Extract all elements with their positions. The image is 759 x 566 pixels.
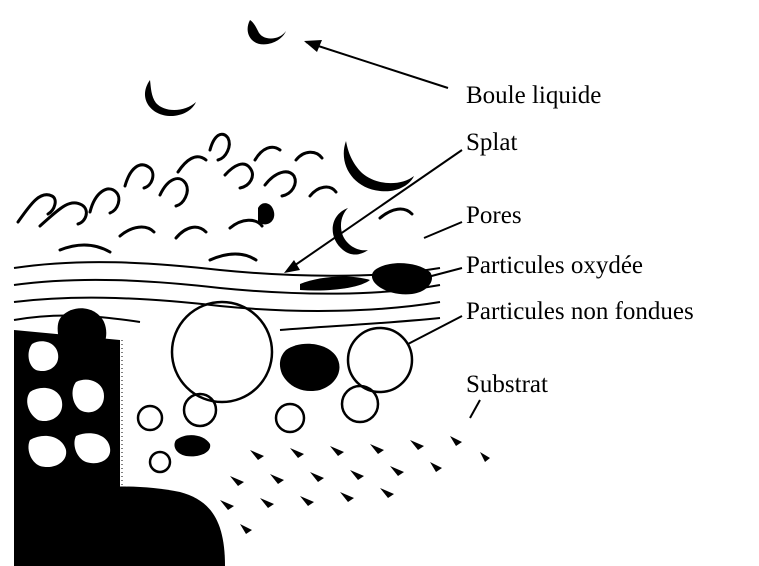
oxide-blob-right xyxy=(372,263,432,294)
oxide-blob-center xyxy=(280,344,340,391)
label-liquid-droplet: Boule liquide xyxy=(466,83,601,108)
label-unmelted-particles: Particules non fondues xyxy=(466,299,694,324)
leader-splat xyxy=(288,150,462,270)
droplet-middle xyxy=(145,80,196,116)
surface-splats xyxy=(18,134,412,260)
droplet-large-right xyxy=(344,141,414,191)
arrowheads xyxy=(284,40,322,273)
substrate-roughness xyxy=(200,436,490,536)
leader-subs xyxy=(470,400,480,418)
oxide-streak xyxy=(300,277,370,291)
oxide-bottom xyxy=(174,435,210,456)
label-oxidized-particles: Particules oxydée xyxy=(466,253,643,278)
arrowhead-splat xyxy=(284,260,300,273)
liquid-droplets xyxy=(145,20,414,255)
label-splat: Splat xyxy=(466,130,517,155)
label-pores: Pores xyxy=(466,203,522,228)
substrate-bottom xyxy=(14,487,225,566)
label-substrate: Substrat xyxy=(466,372,548,397)
pore-dark xyxy=(258,203,274,224)
leader-pores xyxy=(424,222,462,238)
droplet-impacting xyxy=(333,208,368,255)
arrowhead-boule xyxy=(304,40,322,52)
leader-boule xyxy=(306,42,448,88)
droplet-top xyxy=(248,20,286,44)
